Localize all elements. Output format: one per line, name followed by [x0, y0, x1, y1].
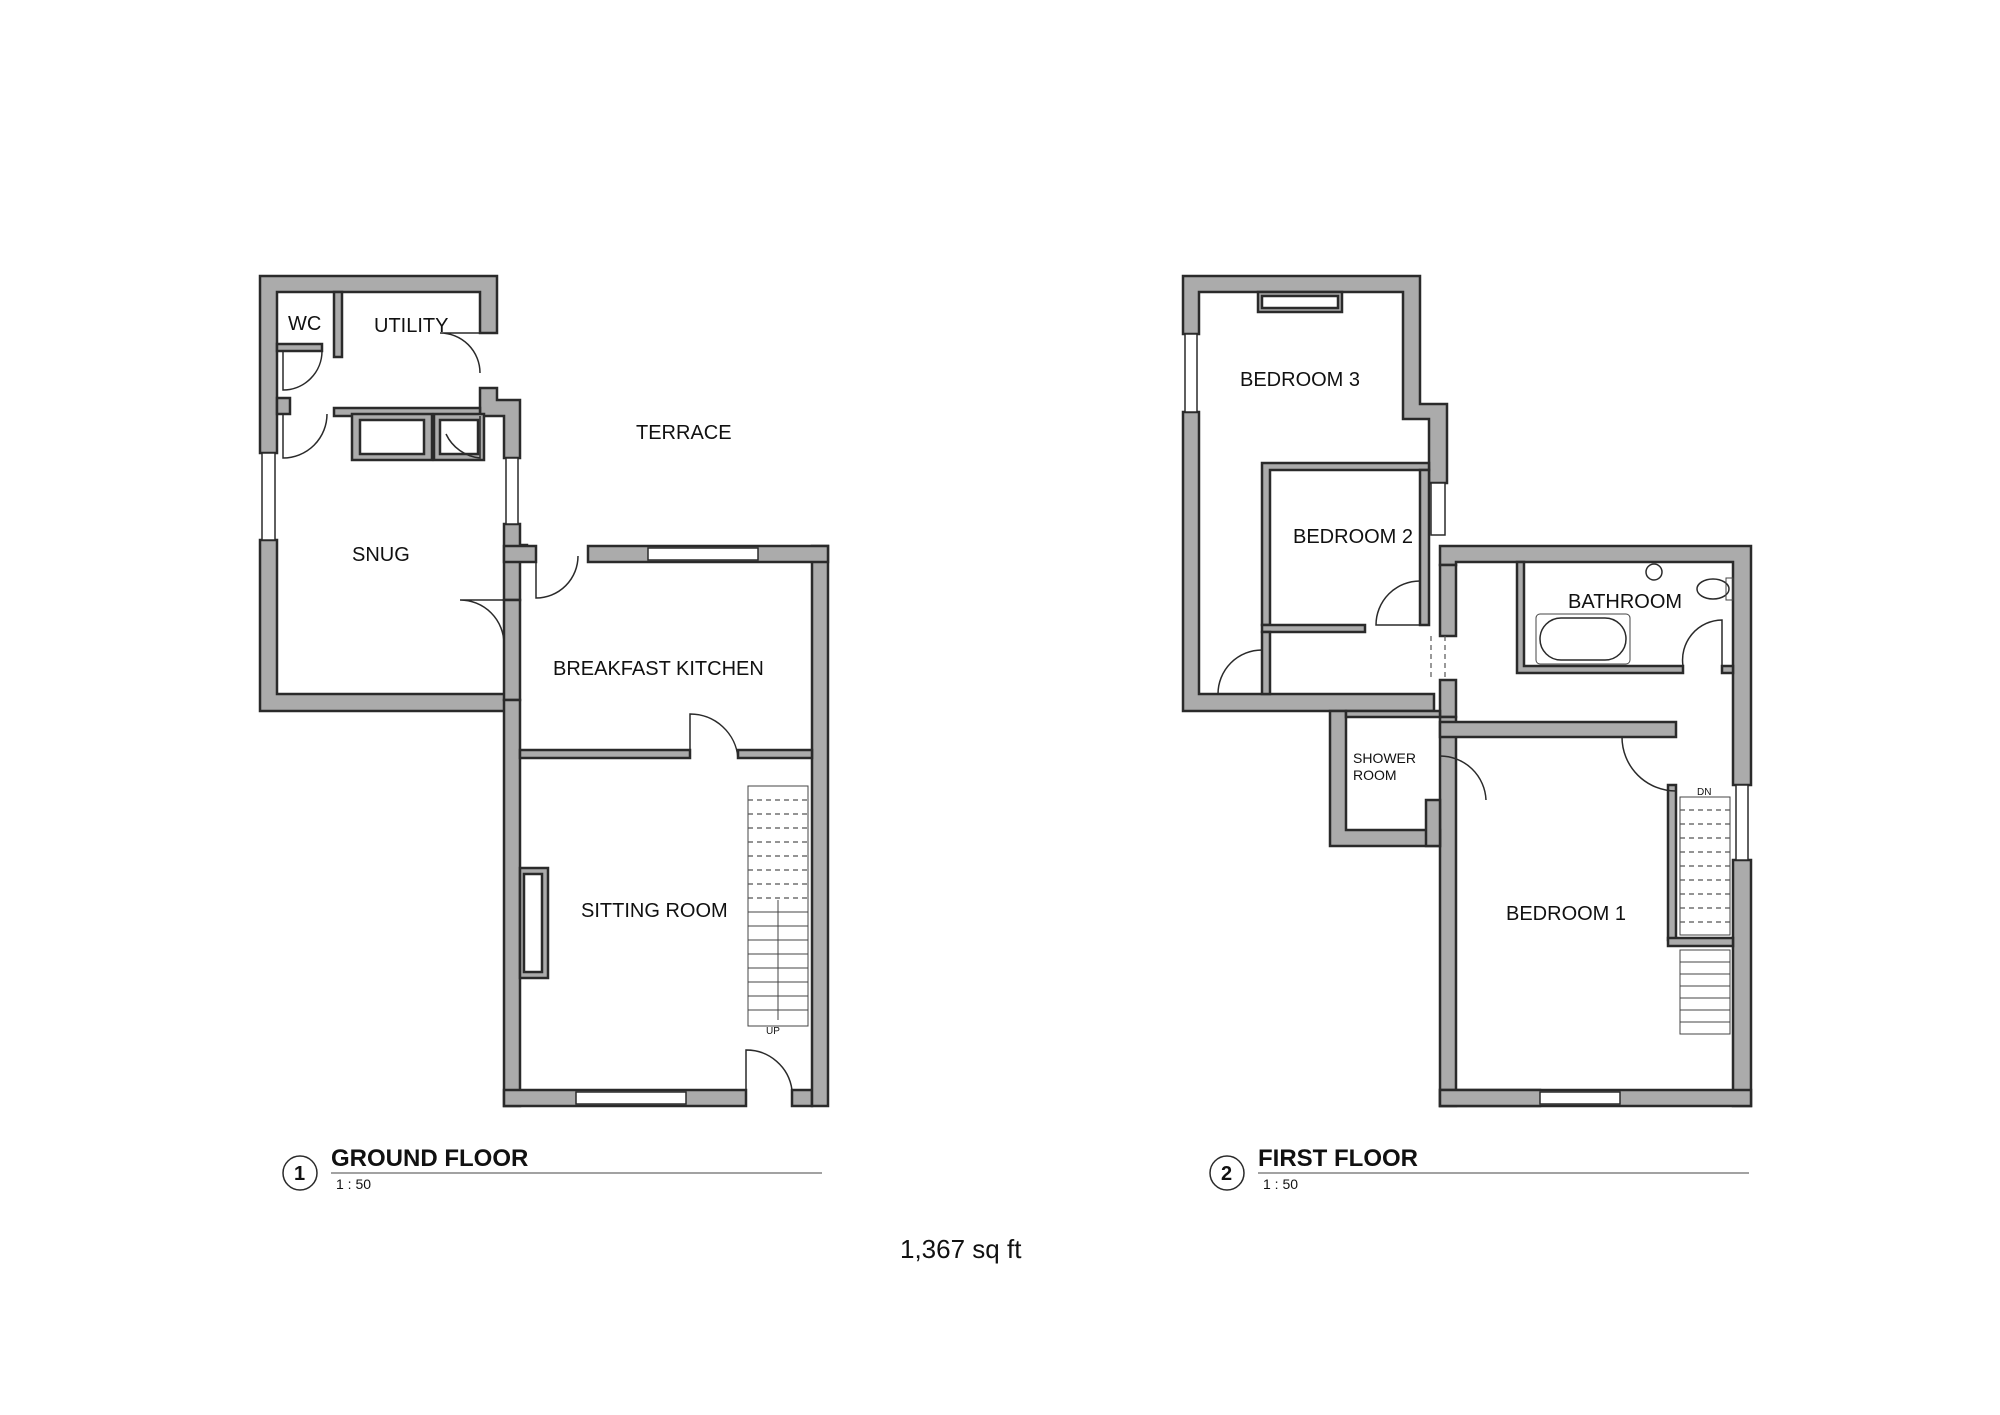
room-label-shower-room-line2: ROOM [1353, 767, 1397, 783]
room-label-bedroom-3: BEDROOM 3 [1240, 369, 1360, 391]
first-floor-windows [1184, 333, 1749, 1105]
ground-floor-scale: 1 : 50 [336, 1176, 371, 1192]
first-floor-doors [1217, 580, 1723, 801]
room-label-bathroom: BATHROOM [1568, 591, 1682, 613]
basin-icon [1645, 563, 1663, 581]
bathroom-fixtures [1535, 563, 1734, 665]
room-label-shower-room-line1: SHOWER [1353, 750, 1416, 766]
first-floor-scale: 1 : 50 [1263, 1176, 1298, 1192]
ground-floor-room-labels: WC UTILITY TERRACE SNUG BREAKFAST KITCHE… [288, 313, 764, 922]
first-floor-number: 2 [1221, 1163, 1232, 1185]
bath-icon [1539, 617, 1627, 661]
stair-up-label: UP [766, 1026, 780, 1037]
room-label-snug: SNUG [352, 544, 410, 566]
room-label-utility: UTILITY [374, 315, 448, 337]
total-area-label: 1,367 sq ft [900, 1234, 1022, 1264]
room-label-breakfast-kitchen: BREAKFAST KITCHEN [553, 658, 764, 680]
first-floor-staircase: DN [1679, 787, 1731, 1035]
first-floor-plan: DN BEDROOM 3 BEDROOM 2 BATHROOM SHOWER R… [1181, 274, 1753, 1192]
room-label-wc: WC [288, 313, 321, 335]
ground-floor-title-block: 1 GROUND FLOOR 1 : 50 [282, 1145, 822, 1192]
ground-floor-doors [282, 332, 793, 1091]
toilet-icon [1696, 578, 1730, 600]
ground-floor-plan: UP WC UTILITY TERRACE SNUG BREAKFAST KIT… [258, 274, 830, 1192]
ground-floor-windows [261, 452, 759, 1105]
first-floor-title-block: 2 FIRST FLOOR 1 : 50 [1209, 1145, 1749, 1192]
first-floor-walls [1181, 274, 1753, 1108]
room-label-terrace: TERRACE [636, 422, 732, 444]
room-label-sitting-room: SITTING ROOM [581, 900, 728, 922]
ground-floor-number: 1 [294, 1163, 305, 1185]
ground-floor-walls [258, 274, 830, 1108]
stair-down-label: DN [1697, 787, 1711, 798]
room-label-bedroom-1: BEDROOM 1 [1506, 903, 1626, 925]
ground-floor-title: GROUND FLOOR [331, 1145, 528, 1172]
first-floor-title: FIRST FLOOR [1258, 1145, 1418, 1172]
ground-floor-staircase: UP [747, 785, 809, 1037]
room-label-bedroom-2: BEDROOM 2 [1293, 526, 1413, 548]
first-floor-room-labels: BEDROOM 3 BEDROOM 2 BATHROOM SHOWER ROOM… [1240, 369, 1682, 925]
